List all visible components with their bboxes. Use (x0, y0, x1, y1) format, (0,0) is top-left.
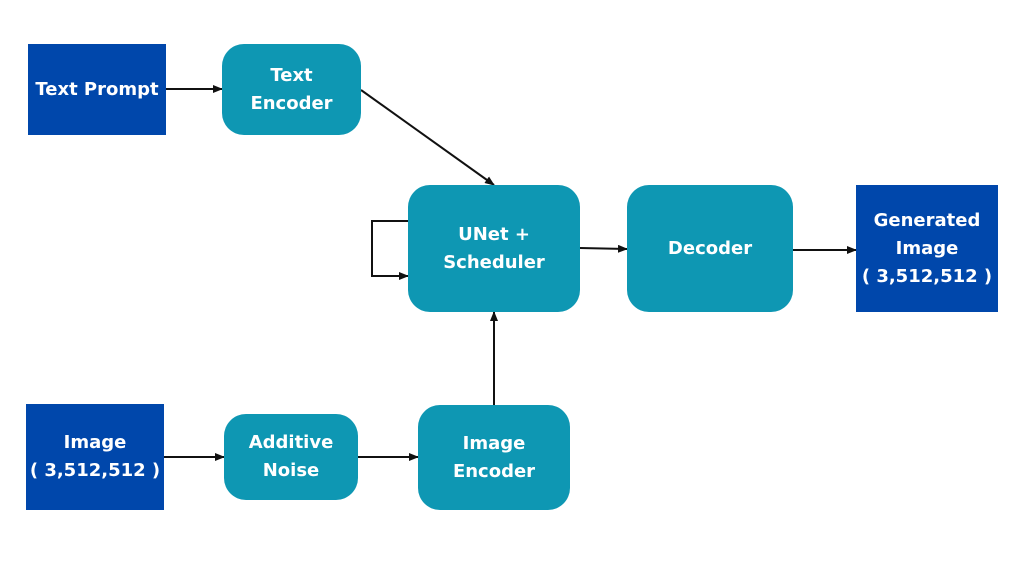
text-encoder-label: Text Encoder (250, 64, 333, 114)
image-encoder-label: Image Encoder (452, 432, 536, 482)
unet-scheduler-box: UNet + Scheduler (408, 185, 580, 312)
additive-noise-box: Additive Noise (224, 414, 358, 500)
text-prompt-label: Text Prompt (35, 78, 159, 100)
decoder-label: Decoder (667, 237, 753, 259)
generated-image-box: Generated Image ( 3,512,512 ) (856, 185, 998, 312)
arrow-unet-to-decoder (579, 244, 628, 253)
arrow-unet-loop (371, 220, 409, 280)
image-input-label: Image ( 3,512,512 ) (29, 432, 161, 481)
text-encoder-box: Text Encoder (222, 44, 361, 135)
decoder-box: Decoder (627, 185, 793, 312)
additive-noise-label: Additive Noise (248, 432, 334, 481)
unet-scheduler-label: UNet + Scheduler (443, 223, 545, 273)
generated-image-label: Generated Image ( 3,512,512 ) (861, 209, 993, 287)
image-input-box: Image ( 3,512,512 ) (26, 404, 164, 510)
image-encoder-box: Image Encoder (418, 405, 570, 510)
text-prompt-box: Text Prompt (28, 44, 166, 135)
arrow-text-encoder-to-unet (360, 89, 495, 186)
